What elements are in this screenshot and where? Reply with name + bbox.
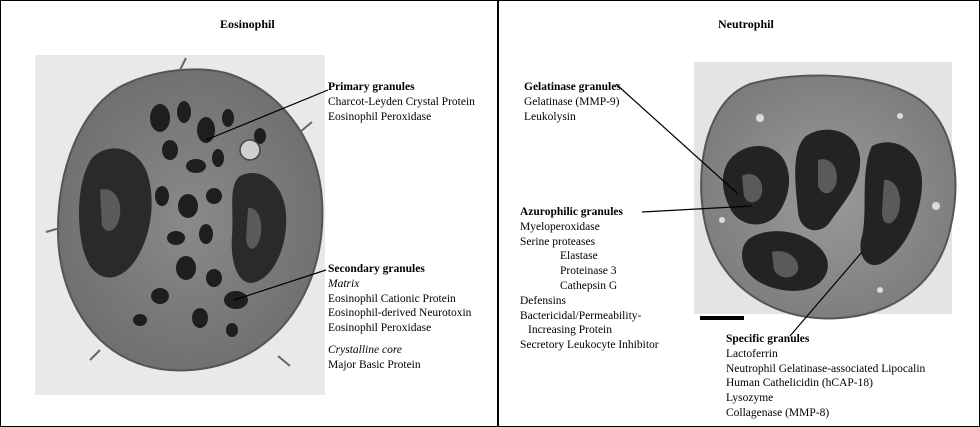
matrix-item: Eosinophil Cationic Protein (328, 292, 471, 307)
gelatinase-item: Leukolysin (524, 110, 621, 125)
gelatinase-granules-block: Gelatinase granules Gelatinase (MMP-9) L… (524, 80, 621, 124)
primary-item: Charcot-Leyden Crystal Protein (328, 95, 475, 110)
azurophilic-item: Myeloperoxidase (520, 220, 659, 235)
azurophilic-granules-block: Azurophilic granules Myeloperoxidase Ser… (520, 205, 659, 353)
specific-granules-heading: Specific granules (726, 332, 925, 347)
specific-item: Neutrophil Gelatinase-associated Lipocal… (726, 362, 925, 377)
protease-item: Elastase (520, 249, 659, 264)
crystalline-core-label: Crystalline core (328, 343, 471, 358)
specific-item: Lactoferrin (726, 347, 925, 362)
specific-item: Human Cathelicidin (hCAP-18) (726, 376, 925, 391)
azurophilic-item: Defensins (520, 294, 659, 309)
specific-granules-block: Specific granules Lactoferrin Neutrophil… (726, 332, 925, 421)
gelatinase-item: Gelatinase (MMP-9) (524, 95, 621, 110)
azurophilic-granules-heading: Azurophilic granules (520, 205, 659, 220)
scale-bar (700, 316, 744, 320)
specific-item: Lysozyme (726, 391, 925, 406)
azurophilic-item-continued: Increasing Protein (520, 323, 659, 338)
neutrophil-micrograph (694, 62, 955, 320)
primary-item: Eosinophil Peroxidase (328, 110, 475, 125)
secondary-granules-block: Secondary granules Matrix Eosinophil Cat… (328, 262, 471, 373)
primary-granules-block: Primary granules Charcot-Leyden Crystal … (328, 80, 475, 124)
primary-granules-heading: Primary granules (328, 80, 475, 95)
eosinophil-micrograph (35, 55, 325, 395)
matrix-label: Matrix (328, 277, 471, 292)
azurophilic-item: Bactericidal/Permeability- (520, 309, 659, 324)
azurophilic-item: Serine proteases (520, 235, 659, 250)
protease-item: Proteinase 3 (520, 264, 659, 279)
matrix-item: Eosinophil-derived Neurotoxin (328, 306, 471, 321)
protease-item: Cathepsin G (520, 279, 659, 294)
gelatinase-granules-heading: Gelatinase granules (524, 80, 621, 95)
secondary-granules-heading: Secondary granules (328, 262, 471, 277)
core-item: Major Basic Protein (328, 358, 471, 373)
matrix-item: Eosinophil Peroxidase (328, 321, 471, 336)
azurophilic-item: Secretory Leukocyte Inhibitor (520, 338, 659, 353)
specific-item: Collagenase (MMP-8) (726, 406, 925, 421)
